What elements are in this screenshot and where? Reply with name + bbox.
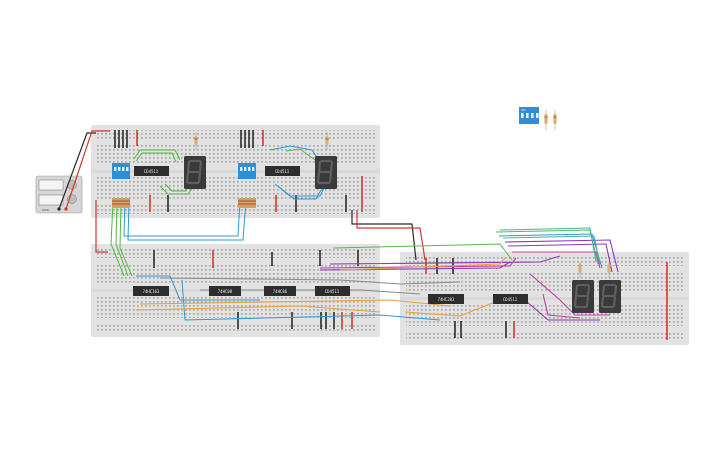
chip-74ls161-top-left[interactable]: CD4511 (134, 166, 169, 176)
seven-segment-display-right-1[interactable] (572, 280, 594, 313)
chip-label: 74HC283 (438, 297, 455, 302)
chip-label: CD4511 (275, 169, 290, 174)
chip-74hc86-mid-3[interactable]: 74HC86 (264, 286, 296, 296)
dip-switch-label: ON (521, 108, 526, 112)
dip-switch-spare[interactable]: ON (519, 107, 539, 124)
chip-label: CD4511 (144, 169, 159, 174)
chip-label: CD4511 (503, 297, 518, 302)
chip-74hc163-mid-1[interactable]: 74HC163 (133, 286, 169, 296)
seven-segment-display-right-2[interactable] (599, 280, 621, 313)
chip-74hc283-right-1[interactable]: 74HC283 (428, 294, 464, 304)
wires-magenta (319, 251, 610, 319)
dip-switch-right[interactable] (238, 163, 256, 179)
chip-74hc08-mid-2[interactable]: 74HC08 (209, 286, 241, 296)
wires-purple (319, 239, 619, 321)
power-supply-label: PWR (42, 208, 49, 212)
wires-gray (159, 277, 461, 295)
chip-cd4511-right-2[interactable]: CD4511 (493, 294, 528, 304)
chip-cd4511-mid-4[interactable]: CD4511 (315, 286, 350, 296)
wires-teal (499, 227, 601, 265)
breadboard-top[interactable] (91, 125, 380, 218)
wires-green (110, 148, 599, 277)
dip-switch-left[interactable] (112, 163, 130, 179)
chip-label: 74HC08 (218, 289, 233, 294)
chip-74ls161-top-right[interactable]: CD4511 (265, 166, 300, 176)
chip-label: 74HC86 (273, 289, 288, 294)
resistor-components[interactable] (194, 110, 611, 278)
power-leads (58, 130, 426, 261)
chip-label: CD4511 (325, 289, 340, 294)
resistor-packs (112, 198, 256, 208)
chip-label: 74HC163 (143, 289, 160, 294)
seven-segment-display-top-right[interactable] (315, 156, 337, 189)
seven-segment-display-top-left[interactable] (184, 156, 206, 189)
